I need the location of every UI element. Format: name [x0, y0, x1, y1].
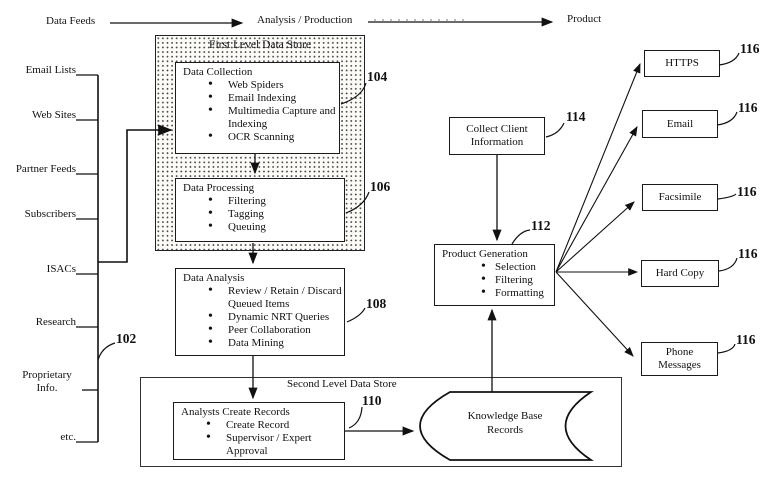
- data-analysis-box: Data Analysis Review / Retain / Discard …: [175, 268, 345, 356]
- source-partner-feeds: Partner Feeds: [15, 163, 76, 175]
- product-generation-box: Product Generation Selection Filtering F…: [434, 244, 555, 306]
- ref-114: 114: [566, 109, 586, 124]
- output-facsimile-box: Facsimile: [642, 184, 718, 211]
- list-item: Email Indexing: [206, 91, 339, 105]
- list-item: Filtering: [206, 194, 344, 208]
- list-item: Queuing: [206, 220, 344, 234]
- ref-108: 108: [366, 296, 387, 311]
- source-subscribers: Subscribers: [24, 208, 76, 220]
- second-level-data-store-title: Second Level Data Store: [287, 378, 397, 390]
- first-level-data-store-title: First Level Data Store: [209, 39, 311, 51]
- data-collection-box: Data Collection Web Spiders Email Indexi…: [175, 62, 340, 154]
- ref-104: 104: [367, 69, 388, 84]
- source-etc: etc.: [60, 431, 76, 443]
- ref-116-https: 116: [740, 41, 760, 56]
- product-generation-list: Selection Filtering Formatting: [435, 260, 554, 300]
- list-item: Data Mining: [206, 336, 344, 350]
- data-processing-box: Data Processing Filtering Tagging Queuin…: [175, 178, 345, 242]
- second-level-data-store: [140, 377, 622, 467]
- ref-116-facsimile: 116: [737, 184, 757, 199]
- source-email-lists: Email Lists: [25, 64, 76, 76]
- source-web-sites: Web Sites: [31, 109, 76, 121]
- ref-102: 102: [116, 331, 137, 346]
- data-collection-title: Data Collection: [183, 66, 253, 78]
- list-item: Review / Retain / Discard Queued Items: [206, 284, 344, 311]
- source-isacs: ISACs: [46, 263, 76, 275]
- output-hard-copy-label: Hard Copy: [655, 267, 705, 279]
- output-https-box: HTTPS: [644, 50, 720, 77]
- list-item: Selection: [479, 260, 554, 274]
- product-generation-title: Product Generation: [442, 248, 528, 260]
- ref-leader-114: [545, 122, 565, 138]
- collect-client-information-label: Collect Client Information: [466, 123, 528, 148]
- output-https-label: HTTPS: [665, 57, 699, 69]
- pg-to-https-arrow: [555, 62, 641, 273]
- pg-to-email-arrow: [555, 126, 638, 273]
- ref-leader-116-email: [716, 111, 738, 126]
- pg-to-phone-arrow: [555, 271, 634, 357]
- list-item: Filtering: [479, 273, 554, 287]
- output-phone-messages-box: Phone Messages: [641, 342, 718, 376]
- list-item: Dynamic NRT Queries: [206, 310, 344, 324]
- data-collection-list: Web Spiders Email Indexing Multimedia Ca…: [176, 78, 339, 144]
- ref-116-email: 116: [738, 100, 758, 115]
- ref-110: 110: [362, 393, 382, 408]
- analysis-production-label: Analysis / Production: [257, 14, 353, 26]
- ref-leader-116-hard-copy: [718, 257, 738, 272]
- pg-to-facsimile-arrow: [555, 201, 635, 273]
- ref-leader-116-phone: [717, 343, 736, 354]
- list-item: OCR Scanning: [206, 130, 339, 144]
- ref-leader-112: [511, 229, 531, 245]
- ref-112: 112: [531, 218, 551, 233]
- source-proprietary-info: Proprietary Info.: [22, 369, 72, 394]
- ref-leader-116-https: [718, 52, 740, 66]
- list-item: Supervisor / Expert Approval: [204, 431, 344, 458]
- data-analysis-title: Data Analysis: [183, 272, 245, 284]
- ref-116-hard-copy: 116: [738, 246, 758, 261]
- data-analysis-list: Review / Retain / Discard Queued Items D…: [176, 284, 344, 350]
- data-processing-list: Filtering Tagging Queuing: [176, 194, 344, 234]
- output-hard-copy-box: Hard Copy: [641, 260, 719, 287]
- output-phone-messages-label: Phone Messages: [658, 346, 701, 371]
- ref-leader-108: [346, 307, 366, 323]
- collect-client-information-box: Collect Client Information: [449, 117, 545, 155]
- ref-116-phone-messages: 116: [736, 332, 756, 347]
- data-processing-title: Data Processing: [183, 182, 255, 194]
- list-item: Web Spiders: [206, 78, 339, 92]
- analysts-create-records-title: Analysts Create Records: [181, 406, 290, 418]
- ref-leader-102: [97, 342, 116, 361]
- list-item: Tagging: [206, 207, 344, 221]
- list-item: Multimedia Capture and Indexing: [206, 104, 339, 131]
- list-item: Formatting: [479, 286, 554, 300]
- list-item: Peer Collaboration: [206, 323, 344, 337]
- output-email-box: Email: [642, 110, 718, 138]
- output-facsimile-label: Facsimile: [658, 191, 702, 203]
- data-feeds-label: Data Feeds: [46, 15, 96, 27]
- source-research: Research: [35, 316, 76, 328]
- list-item: Create Record: [204, 418, 344, 432]
- ref-leader-116-facsimile: [717, 193, 737, 200]
- knowledge-base-records-label: Knowledge Base Records: [467, 410, 543, 436]
- analysts-create-records-box: Analysts Create Records Create Record Su…: [173, 402, 345, 460]
- analysts-create-records-list: Create Record Supervisor / Expert Approv…: [174, 418, 344, 458]
- ref-106: 106: [370, 179, 391, 194]
- output-email-label: Email: [666, 117, 694, 130]
- product-label: Product: [567, 13, 602, 25]
